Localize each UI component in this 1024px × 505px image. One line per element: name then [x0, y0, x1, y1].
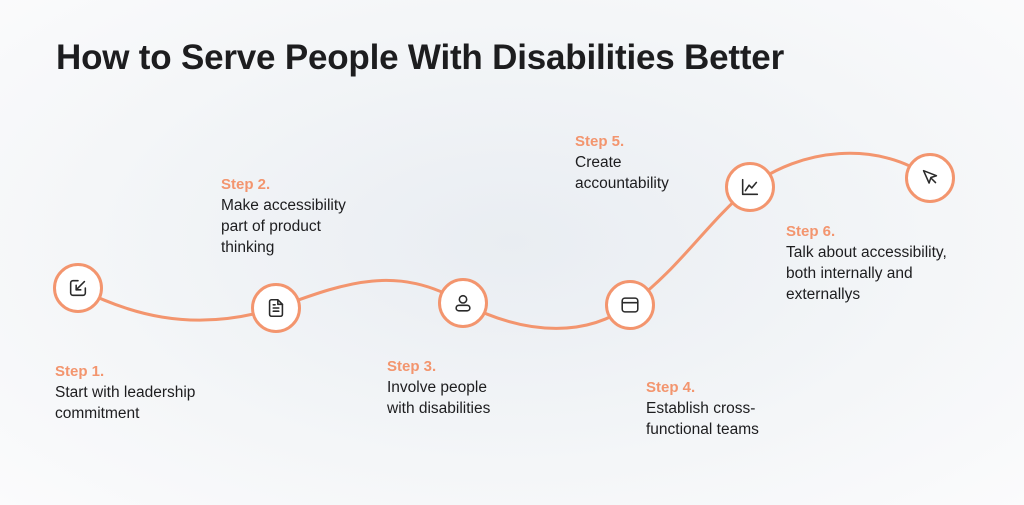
step-text-line: with disabilities: [387, 400, 491, 417]
step-1: Step 1. Start with leadership commitment: [55, 361, 195, 424]
step-text-line: both internally and: [786, 265, 913, 282]
step-text-line: Involve people: [387, 379, 487, 396]
line-chart-icon: [741, 178, 759, 196]
step-text-line: Start with leadership: [55, 384, 196, 401]
step-text-line: part of product: [221, 218, 321, 235]
step-4-node: [605, 280, 655, 330]
step-2-node: [251, 283, 301, 333]
document-icon: [268, 298, 284, 318]
step-4: Step 4. Establish cross- functional team…: [646, 377, 759, 440]
step-text-line: commitment: [55, 405, 140, 422]
step-label: Step 5.: [575, 133, 625, 150]
user-icon: [455, 294, 471, 312]
step-text-line: Talk about accessibility,: [786, 244, 947, 261]
step-5-node: [725, 162, 775, 212]
step-text-line: externallys: [786, 286, 861, 303]
external-link-icon: [69, 279, 87, 297]
step-text-line: Establish cross-: [646, 400, 756, 417]
step-text-line: functional teams: [646, 421, 759, 438]
step-text-line: accountability: [575, 175, 669, 192]
step-label: Step 2.: [221, 176, 271, 193]
step-text-line: thinking: [221, 239, 275, 256]
step-6: Step 6. Talk about accessibility, both i…: [786, 221, 947, 305]
step-1-node: [53, 263, 103, 313]
step-text-line: Create: [575, 154, 622, 171]
step-text-line: Make accessibility: [221, 197, 346, 214]
cursor-icon: [922, 169, 938, 184]
step-label: Step 1.: [55, 363, 105, 380]
step-3: Step 3. Involve people with disabilities: [387, 356, 490, 419]
step-6-node: [905, 153, 955, 203]
step-2: Step 2. Make accessibility part of produ…: [221, 174, 346, 258]
step-3-node: [438, 278, 488, 328]
step-label: Step 6.: [786, 223, 836, 240]
step-label: Step 3.: [387, 358, 437, 375]
browser-window-icon: [621, 297, 639, 313]
step-5: Step 5. Create accountability: [575, 131, 669, 194]
step-label: Step 4.: [646, 379, 696, 396]
page-title: How to Serve People With Disabilities Be…: [56, 38, 784, 77]
